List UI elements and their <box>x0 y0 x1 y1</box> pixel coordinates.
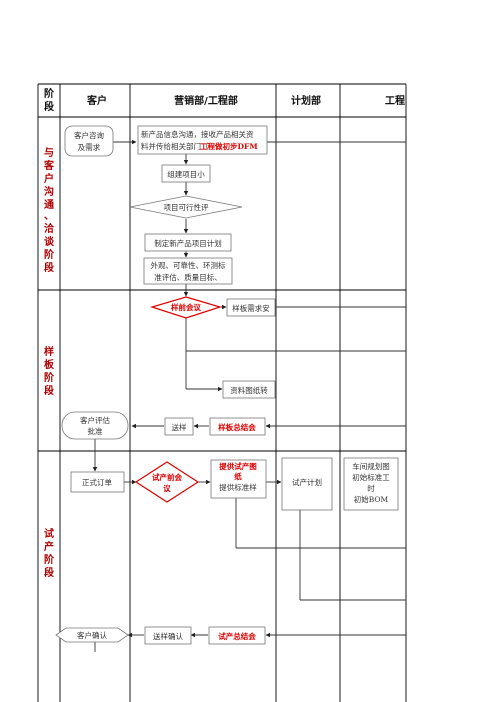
svg-text:通: 通 <box>44 199 54 211</box>
svg-text:时: 时 <box>367 483 375 493</box>
svg-text:试产计划: 试产计划 <box>292 477 322 487</box>
svg-text:料并传给相关部门（: 料并传给相关部门（ <box>141 141 209 151</box>
svg-text:车间规划图: 车间规划图 <box>352 461 390 471</box>
header-stage-1: 阶 <box>44 87 55 100</box>
make-plan-node: 制定新产品项目计划 <box>144 233 232 252</box>
workshop-node: 车间规划图 初始标准工 时 初始BOM <box>343 457 399 511</box>
header-stage-2: 段 <box>44 100 54 113</box>
svg-text:制定新产品项目计划: 制定新产品项目计划 <box>154 238 222 248</box>
pre-trial-meeting-node: 试产前会 议 <box>134 461 200 503</box>
svg-text:客户评估: 客户评估 <box>80 415 110 425</box>
svg-text:送样: 送样 <box>172 422 187 432</box>
provide-drawing-node: 提供试产图 纸 提供标准样 <box>210 459 267 499</box>
formal-order-node: 正式订单 <box>70 471 125 493</box>
svg-text:初始标准工: 初始标准工 <box>352 472 390 482</box>
svg-text:正式订单: 正式订单 <box>82 477 112 487</box>
svg-text:阶: 阶 <box>44 248 55 261</box>
svg-text:谈: 谈 <box>44 235 55 248</box>
header-engineering: 工程 <box>385 94 405 107</box>
svg-text:样: 样 <box>44 345 54 358</box>
connectors <box>92 139 406 652</box>
header-sales-engineering: 营销部/工程部 <box>174 94 238 107</box>
send-sample-node: 送样 <box>164 417 194 436</box>
svg-text:沟: 沟 <box>44 185 54 198</box>
stage-communication: 与 客 户 沟 通 、 洽 谈 阶 段 <box>43 146 55 274</box>
header-customer: 客户 <box>86 94 107 107</box>
svg-text:客户咨询: 客户咨询 <box>74 130 104 140</box>
svg-text:批准: 批准 <box>88 426 103 436</box>
sample-summary-node: 样板总结会 <box>209 417 266 436</box>
svg-text:板: 板 <box>44 358 55 371</box>
stage-sample: 样 板 阶 段 <box>44 345 55 397</box>
svg-text:段: 段 <box>44 261 54 274</box>
svg-text:外观、可靠性、环测标: 外观、可靠性、环测标 <box>151 260 226 270</box>
svg-text:送样确认: 送样确认 <box>153 631 183 641</box>
consult-node: 客户咨询 及需求 <box>64 125 114 157</box>
svg-text:新产品信息沟通，接收产品相关资: 新产品信息沟通，接收产品相关资 <box>141 129 254 139</box>
svg-text:段: 段 <box>44 384 54 397</box>
header-planning: 计划部 <box>291 94 321 107</box>
svg-text:客: 客 <box>43 159 55 172</box>
svg-text:初始BOM: 初始BOM <box>354 494 389 504</box>
svg-text:样板需求安: 样板需求安 <box>232 303 270 313</box>
svg-text:及需求: 及需求 <box>78 142 101 152</box>
eval-node: 外观、可靠性、环测标 准评估、质量目标、 <box>143 257 233 285</box>
form-team-node: 组建项目小 <box>161 164 211 183</box>
drawing-transfer-node: 资料图纸转 <box>222 380 276 399</box>
sample-meeting-node: 样前会议 <box>149 296 223 319</box>
svg-text:洽: 洽 <box>44 222 55 235</box>
svg-text:提供标准样: 提供标准样 <box>219 482 257 492</box>
svg-text:阶: 阶 <box>44 553 55 566</box>
trial-plan-node: 试产计划 <box>281 457 333 511</box>
svg-text:资料图纸转: 资料图纸转 <box>230 385 268 395</box>
svg-text:样前会议: 样前会议 <box>171 302 201 312</box>
svg-text:议: 议 <box>163 483 171 493</box>
svg-text:试产总结会: 试产总结会 <box>218 631 256 641</box>
svg-text:组建项目小: 组建项目小 <box>167 169 205 179</box>
cust-confirm-node: 客户确认 <box>55 627 129 643</box>
svg-text:准评估、质量目标、: 准评估、质量目标、 <box>154 272 222 282</box>
table-grid <box>37 83 407 702</box>
svg-text:提供试产图: 提供试产图 <box>219 461 257 471</box>
svg-text:试: 试 <box>44 527 54 540</box>
stage-trial: 试 产 阶 段 <box>44 527 55 579</box>
trial-summary-node: 试产总结会 <box>208 626 266 645</box>
sample-request-node: 样板需求安 <box>226 298 276 317</box>
svg-text:段: 段 <box>44 566 54 579</box>
svg-text:客户确认: 客户确认 <box>77 630 107 640</box>
svg-text:项目可行性评: 项目可行性评 <box>164 202 209 212</box>
svg-text:样板总结会: 样板总结会 <box>218 422 256 432</box>
svg-text:户: 户 <box>43 172 54 185</box>
svg-text:、: 、 <box>44 211 54 222</box>
send-confirm-node: 送样确认 <box>144 626 192 645</box>
svg-text:与: 与 <box>44 146 54 159</box>
svg-text:工程做初步DFM: 工程做初步DFM <box>200 141 258 151</box>
svg-text:试产前会: 试产前会 <box>152 472 182 482</box>
svg-text:阶: 阶 <box>44 371 55 384</box>
cust-eval-node: 客户评估 批准 <box>61 411 129 440</box>
feasibility-node: 项目可行性评 <box>129 195 243 219</box>
svg-text:产: 产 <box>44 540 54 553</box>
info-comm-node: 新产品信息沟通，接收产品相关资 料并传给相关部门（ 工程做初步DFM <box>137 125 268 155</box>
svg-text:纸: 纸 <box>234 471 242 481</box>
